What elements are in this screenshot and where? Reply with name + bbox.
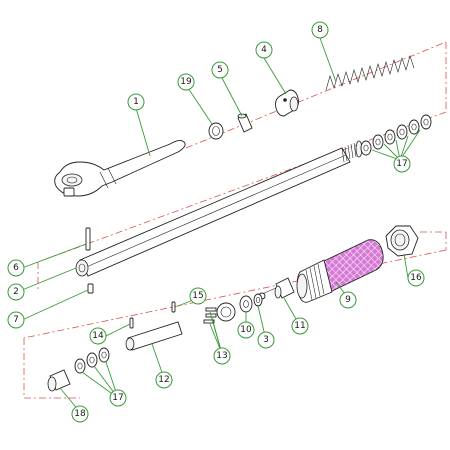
sleeve-part (237, 113, 253, 133)
callout-8: 8 (311, 21, 329, 39)
callout-1-label: 1 (133, 97, 139, 107)
adjuster-body-part (258, 277, 295, 300)
assembly-guide-lines (23, 41, 447, 399)
callout-9: 9 (339, 291, 357, 309)
callout-2-label: 2 (13, 287, 19, 297)
lower-rod-part (125, 321, 183, 351)
callout-4-label: 4 (261, 45, 267, 55)
nut-part (239, 295, 253, 313)
callout-4: 4 (255, 41, 273, 59)
pin-14-part (129, 317, 134, 329)
callout-5: 5 (211, 61, 229, 79)
callout-18: 18 (71, 405, 89, 423)
callout-8-label: 8 (317, 25, 323, 35)
callout-17-lower: 17 (109, 389, 127, 407)
callout-18-label: 18 (74, 409, 86, 419)
callout-2: 2 (7, 283, 25, 301)
callout-17-upper-label: 17 (396, 159, 407, 169)
ratchet-handle-part (54, 139, 186, 197)
callout-14: 14 (89, 327, 107, 345)
callout-10-label: 10 (240, 325, 252, 335)
callout-15-label: 15 (192, 291, 203, 301)
callout-6: 6 (7, 259, 25, 277)
washer-19-part (208, 122, 224, 140)
callout-14-label: 14 (92, 331, 104, 341)
callout-6-label: 6 (13, 263, 19, 273)
washer-stack-upper-part (360, 114, 432, 156)
end-bushing-part (47, 369, 71, 392)
callout-12-label: 12 (158, 375, 169, 385)
callout-13: 13 (213, 347, 231, 365)
callout-7: 7 (7, 311, 25, 329)
callout-13-label: 13 (216, 351, 227, 361)
gear-assembly-part (203, 302, 236, 324)
pin-6-part (85, 227, 91, 251)
callout-9-label: 9 (345, 295, 351, 305)
callout-5-label: 5 (217, 65, 223, 75)
callout-19-label: 19 (180, 77, 192, 87)
spring-part (325, 54, 415, 91)
callout-1: 1 (127, 93, 145, 111)
callout-17-lower-label: 17 (112, 393, 123, 403)
main-tube-part (75, 140, 363, 277)
pin-15-part (171, 301, 176, 313)
callout-7-label: 7 (13, 315, 19, 325)
callout-11-label: 11 (294, 321, 305, 331)
callout-19: 19 (177, 73, 195, 91)
screw-7-part (87, 283, 94, 294)
callout-12: 12 (155, 371, 173, 389)
callout-16-label: 16 (410, 273, 422, 283)
callout-11: 11 (291, 317, 309, 335)
callout-17-upper: 17 (393, 155, 411, 173)
callout-15: 15 (189, 287, 207, 305)
callout-10: 10 (237, 321, 255, 339)
callout-3: 3 (257, 331, 275, 349)
knurled-grip-part (296, 239, 384, 303)
callout-3-label: 3 (263, 335, 269, 345)
washer-stack-lower-part (74, 347, 110, 374)
washer-3-part (253, 293, 263, 307)
bushing-part (275, 89, 299, 117)
hex-end-cap-part (385, 225, 419, 257)
callout-16: 16 (407, 269, 425, 287)
